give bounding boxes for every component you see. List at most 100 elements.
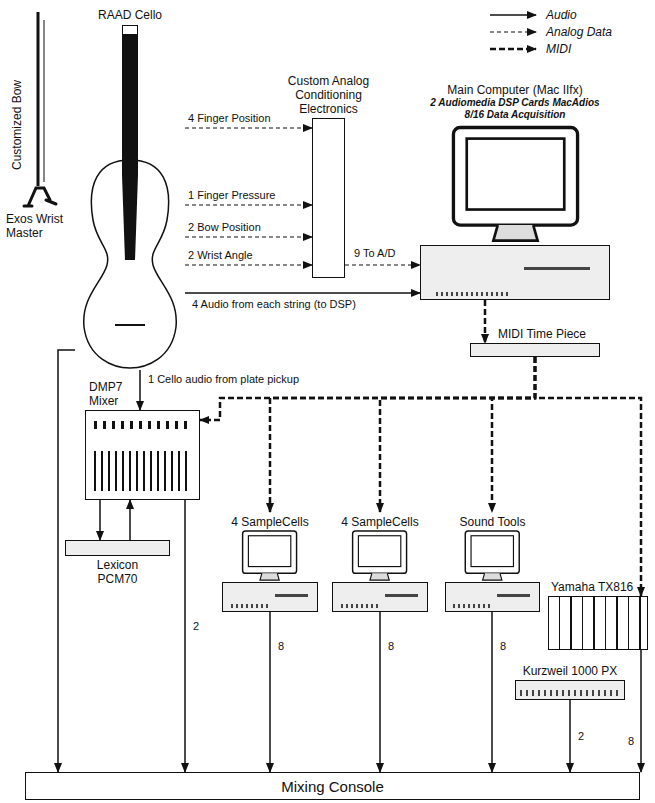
- connector-label: 1 Cello audio from plate pickup: [146, 373, 301, 386]
- drive-slot: [497, 594, 530, 597]
- connector-label: 8: [626, 735, 636, 748]
- signal-connector: [380, 357, 535, 512]
- node-title: Kurzweil 1000 PX: [523, 664, 618, 678]
- legend-sample: [488, 26, 540, 38]
- legend-text: MIDI: [546, 42, 571, 56]
- computer-node: 4 SampleCells: [222, 512, 318, 612]
- node-title: Yamaha TX816: [551, 580, 633, 594]
- monitor-icon: [346, 529, 413, 582]
- connector-label: 2 Bow Position: [186, 221, 263, 234]
- node-title: 4 SampleCells: [332, 515, 428, 529]
- connector-label: 4 Audio from each string (to DSP): [190, 298, 358, 311]
- computer-base: [332, 582, 428, 612]
- computer-node: Sound Tools: [445, 512, 540, 612]
- signal-connector: [185, 204, 312, 205]
- signal-connector: [640, 650, 642, 772]
- legend-text: Analog Data: [546, 25, 612, 39]
- legend-sample: [488, 9, 540, 21]
- signal-connector: [58, 350, 75, 772]
- node-heading: MIDI Time Piece: [498, 327, 586, 341]
- signal-connector: [270, 357, 535, 512]
- part-label: Exos Wrist Master: [4, 212, 80, 240]
- node-subtitle: 2 Audiomedia DSP Cards MacAdios 8/16 Dat…: [420, 97, 610, 121]
- signal-connector: [139, 370, 141, 410]
- node-heading: Lexicon PCM70: [78, 558, 158, 586]
- signal-connector: [184, 500, 186, 772]
- connector-label: 4 Finger Position: [186, 112, 273, 125]
- node-heading: Kurzweil 1000 PX: [523, 664, 618, 678]
- connector-label: 8: [498, 640, 508, 653]
- legend-sample: [488, 43, 540, 55]
- node-heading: DMP7 Mixer: [89, 380, 139, 408]
- connector-label: 2 Wrist Angle: [186, 249, 255, 262]
- rack-unit: MIDI Time Piece: [470, 343, 600, 357]
- bow-stick: [37, 12, 40, 186]
- drive-slot: [385, 594, 418, 597]
- computer-node: Main Computer (Mac IIfx)2 Audiomedia DSP…: [420, 80, 610, 300]
- monitor-icon: [236, 529, 303, 582]
- knob-row: [94, 421, 191, 429]
- legend-line: [490, 14, 536, 16]
- cello-illustration: [75, 25, 185, 370]
- computer-base: [445, 582, 540, 612]
- legend-line: [490, 48, 536, 51]
- wrist-master-symbol: [24, 188, 56, 206]
- node-title: Sound Tools: [445, 515, 540, 529]
- vent-strip: [436, 292, 511, 296]
- signal-connector: [345, 264, 420, 265]
- monitor-icon: [459, 529, 526, 582]
- node-heading: 4 SampleCells: [222, 512, 318, 529]
- drive-slot: [524, 267, 590, 270]
- synth-module: Kurzweil 1000 PX: [515, 680, 625, 700]
- node-heading: Sound Tools: [445, 512, 540, 529]
- signal-connector: [129, 500, 131, 540]
- signal-connector: [200, 357, 535, 420]
- computer-base: [420, 245, 610, 300]
- connector-label: 2: [576, 730, 586, 743]
- node-title: Mixing Console: [281, 778, 384, 795]
- vent-strip: [231, 604, 269, 608]
- computer-node: 4 SampleCells: [332, 512, 428, 612]
- signal-connector: [185, 264, 312, 265]
- node-title: 4 SampleCells: [222, 515, 318, 529]
- node-title: DMP7 Mixer: [89, 380, 139, 408]
- signal-connector: [185, 292, 420, 294]
- legend-line: [490, 31, 536, 32]
- connector-label: 8: [386, 640, 396, 653]
- drive-slot: [275, 594, 308, 597]
- signal-connector: [185, 127, 312, 128]
- signal-connector: [379, 612, 381, 772]
- node-heading: 4 SampleCells: [332, 512, 428, 529]
- computer-base: [222, 582, 318, 612]
- signal-connector: [484, 300, 487, 343]
- panel-strip: [520, 690, 620, 696]
- rack-unit: Lexicon PCM70: [65, 540, 170, 556]
- fader-row: [94, 451, 191, 491]
- vent-strip: [453, 604, 490, 608]
- connector-label: 8: [276, 640, 286, 653]
- vent-strip: [341, 604, 379, 608]
- node-title: RAAD Cello: [98, 8, 162, 22]
- bow-hair: [44, 20, 45, 182]
- synth-rack: Yamaha TX816: [548, 596, 648, 650]
- signal-connector: [492, 357, 535, 512]
- part-label: Customized Bow: [10, 68, 24, 182]
- cello-node: RAAD Cello: [75, 25, 185, 370]
- monitor-icon: [449, 121, 582, 245]
- connector-label: 9 To A/D: [352, 247, 397, 260]
- signal-connector: [491, 612, 493, 772]
- signal-connector: [535, 357, 641, 596]
- connector-label: 2: [191, 620, 201, 633]
- node-title: MIDI Time Piece: [498, 327, 586, 341]
- console-box: Mixing Console: [25, 772, 640, 800]
- node-title: Custom Analog Conditioning Electronics: [279, 74, 379, 116]
- electronics-box: Custom Analog Conditioning Electronics: [312, 118, 345, 278]
- node-heading: Yamaha TX816: [551, 580, 633, 594]
- signal-connector: [99, 500, 101, 540]
- node-title: Main Computer (Mac IIfx): [420, 83, 610, 97]
- connector-label: 1 Finger Pressure: [186, 189, 277, 202]
- node-heading: Main Computer (Mac IIfx)2 Audiomedia DSP…: [420, 80, 610, 121]
- legend-text: Audio: [546, 8, 577, 22]
- node-title: Lexicon PCM70: [78, 558, 158, 586]
